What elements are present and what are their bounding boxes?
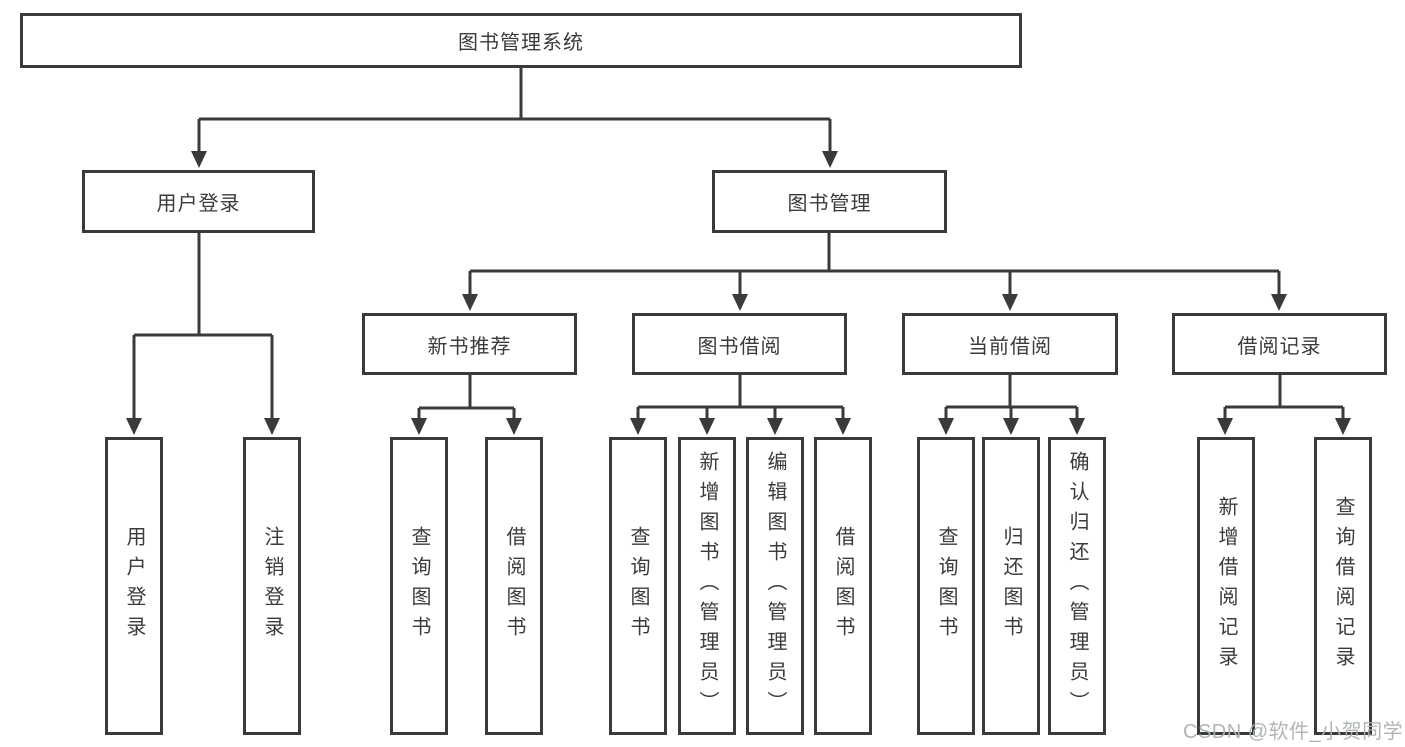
node-borrow-records: 借阅记录 xyxy=(1172,313,1387,375)
leaf-logout-label: 注销登录 xyxy=(261,526,283,646)
node-current-borrow-label: 当前借阅 xyxy=(968,335,1052,358)
leaf-current-return-books: 归还图书 xyxy=(982,437,1040,735)
node-root: 图书管理系统 xyxy=(20,13,1022,68)
leaf-current-query-books-label: 查询图书 xyxy=(935,526,957,646)
leaf-borrow-query-books-label: 查询图书 xyxy=(627,526,649,646)
csdn-watermark: CSDN @软件_小贺同学 xyxy=(1183,721,1404,743)
leaf-newbook-query-books: 查询图书 xyxy=(390,437,448,735)
node-book-borrow: 图书借阅 xyxy=(632,313,847,375)
leaf-borrow-borrow-books-label: 借阅图书 xyxy=(832,526,854,646)
node-current-borrow: 当前借阅 xyxy=(902,313,1118,375)
leaf-newbook-query-books-label: 查询图书 xyxy=(408,526,430,646)
leaf-borrow-add-books-admin: 新增图书（管理员） xyxy=(678,437,736,735)
leaf-user-login-label: 用户登录 xyxy=(123,526,145,646)
node-new-book-recommend-label: 新书推荐 xyxy=(427,335,512,358)
node-borrow-records-label: 借阅记录 xyxy=(1237,335,1322,358)
leaf-borrow-add-books-admin-label: 新增图书（管理员） xyxy=(696,451,718,721)
node-book-borrow-label: 图书借阅 xyxy=(697,335,782,358)
node-new-book-recommend: 新书推荐 xyxy=(362,313,577,375)
leaf-borrow-edit-books-admin-label: 编辑图书（管理员） xyxy=(764,451,786,721)
leaf-records-query-record-label: 查询借阅记录 xyxy=(1332,496,1354,676)
node-user-login-label: 用户登录 xyxy=(156,193,241,215)
leaf-current-confirm-return-admin: 确认归还（管理员） xyxy=(1048,437,1106,735)
leaf-current-return-books-label: 归还图书 xyxy=(1000,526,1022,646)
leaf-records-add-record-label: 新增借阅记录 xyxy=(1215,496,1237,676)
leaf-records-add-record: 新增借阅记录 xyxy=(1197,437,1255,735)
leaf-current-query-books: 查询图书 xyxy=(917,437,975,735)
leaf-borrow-query-books: 查询图书 xyxy=(609,437,667,735)
node-book-management: 图书管理 xyxy=(712,170,947,233)
leaf-borrow-edit-books-admin: 编辑图书（管理员） xyxy=(746,437,804,735)
leaf-records-query-record: 查询借阅记录 xyxy=(1314,437,1372,735)
leaf-current-confirm-return-admin-label: 确认归还（管理员） xyxy=(1066,451,1088,721)
leaf-user-login: 用户登录 xyxy=(105,437,163,735)
leaf-logout: 注销登录 xyxy=(243,437,301,735)
node-root-label: 图书管理系统 xyxy=(458,32,584,54)
leaf-borrow-borrow-books: 借阅图书 xyxy=(814,437,872,735)
node-book-management-label: 图书管理 xyxy=(787,193,872,215)
node-user-login: 用户登录 xyxy=(82,170,315,233)
leaf-newbook-borrow-books: 借阅图书 xyxy=(485,437,543,735)
leaf-newbook-borrow-books-label: 借阅图书 xyxy=(503,526,525,646)
